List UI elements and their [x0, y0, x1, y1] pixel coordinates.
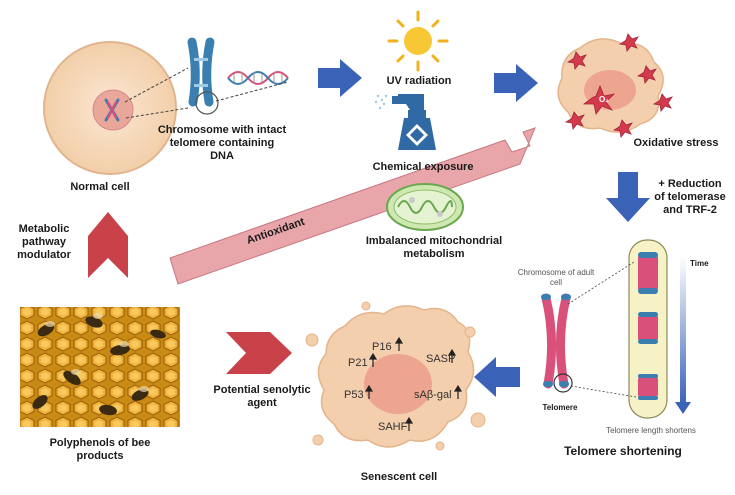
reduction-label-3: and TRF-2 — [663, 204, 717, 216]
dna-helix-icon — [227, 71, 289, 85]
time-arrow-head — [675, 402, 691, 414]
zoom-line-bottom — [125, 107, 189, 119]
chromosome-label-3: DNA — [210, 150, 234, 162]
reduction-label-1: + Reduction — [658, 178, 722, 190]
telomere-shortening-label: Telomere shortening — [564, 444, 682, 458]
arrow-to-senescent — [474, 357, 520, 397]
arrow-to-uv — [318, 59, 362, 97]
polyphenols-label-2: products — [76, 450, 123, 462]
zoom-line-top — [124, 67, 189, 103]
adult-chromosome-label-2: cell — [550, 278, 562, 287]
ros-star-icons — [564, 33, 673, 138]
uv-label: UV radiation — [387, 75, 452, 87]
upregulation-arrows — [364, 336, 463, 431]
chromosome-icon — [187, 37, 219, 115]
senescence-markers: P16 P21 SASP P53 sAβ-gal SAHF — [344, 341, 455, 433]
marker-sahf: SAHF — [378, 421, 408, 433]
mito-label-2: metabolism — [403, 248, 464, 260]
polyphenols-label-1: Polyphenols of bee — [50, 437, 151, 449]
senescent-cell — [305, 301, 486, 451]
marker-sagal: sAβ-gal — [414, 389, 452, 401]
arrow-down-reduction — [606, 172, 650, 222]
chemical-label: Chemical exposure — [373, 161, 474, 173]
senolytic-chevron — [226, 332, 292, 374]
oxidative-label: Oxidative stress — [634, 137, 719, 149]
telomere-zoom-bottom — [570, 385, 637, 398]
telomere-segments — [638, 252, 658, 400]
o2-label: O₂ — [599, 95, 609, 104]
chromosome-label-1: Chromosome with intact — [158, 124, 287, 136]
telomere-length-label: Telomere length shortens — [606, 426, 696, 435]
sun-icon — [387, 10, 449, 72]
antioxidant-band — [169, 127, 536, 285]
normal-cell — [43, 41, 177, 175]
arrow-to-oxidative — [494, 64, 538, 102]
metabolic-label-2: pathway — [22, 236, 67, 248]
reduction-label-2: of telomerase — [654, 191, 726, 203]
spray-bottle-icon — [374, 94, 436, 150]
marker-sasp: SASP — [426, 353, 455, 365]
time-label: Time — [690, 259, 709, 268]
marker-p21: P21 — [348, 357, 368, 369]
senolytic-label-1: Potential senolytic — [213, 384, 310, 396]
time-arrow-shaft — [680, 256, 686, 404]
telomere-zoom-top — [567, 261, 635, 305]
chromosome-label-2: telomere containing — [170, 137, 275, 149]
mito-label-1: Imbalanced mitochondrial — [366, 235, 502, 247]
normal-cell-label: Normal cell — [70, 181, 129, 193]
adult-chromosome-label-1: Chromosome of adult — [518, 268, 595, 277]
senolytic-label-2: agent — [247, 397, 277, 409]
bee-honeycomb-image — [20, 307, 180, 427]
mitochondria-icon — [386, 183, 464, 231]
metabolic-label-3: modulator — [17, 249, 71, 261]
senescent-label: Senescent cell — [361, 471, 437, 483]
metabolic-label-1: Metabolic — [19, 223, 70, 235]
helix-zoom-line — [215, 81, 289, 102]
marker-p16: P16 — [372, 341, 392, 353]
marker-p53: P53 — [344, 389, 364, 401]
telomere-label: Telomere — [543, 403, 579, 412]
metabolic-chevron — [88, 212, 128, 278]
adult-chromosome-icon — [541, 293, 573, 393]
